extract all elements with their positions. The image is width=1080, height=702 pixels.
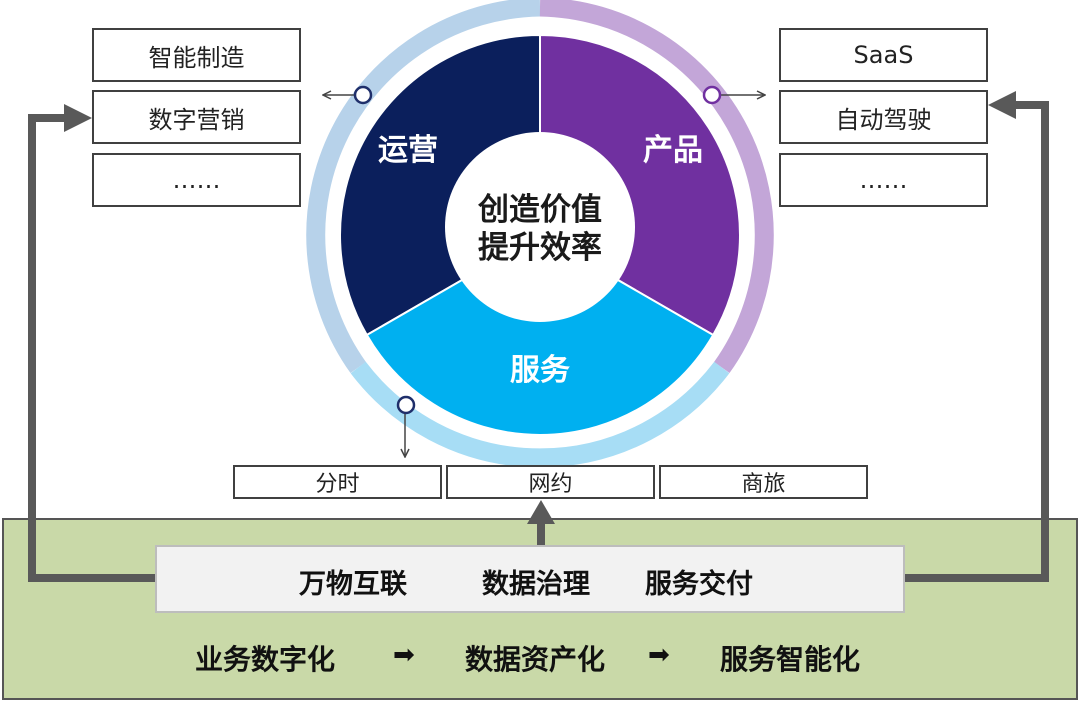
- ring-arc-product: [539, 0, 774, 374]
- flow-arrow-1: ➡: [393, 640, 415, 670]
- right-box-more: ……: [779, 153, 988, 207]
- left-box-more: ……: [92, 153, 301, 207]
- feedback-line-left: [28, 114, 156, 582]
- feedback-arrowhead-right: [988, 91, 1016, 119]
- connector-dot-right: [702, 85, 722, 105]
- service-box-business-travel: 商旅: [659, 465, 868, 499]
- connector-dot-bottom: [396, 395, 416, 415]
- center-text-line2: 提升效率: [478, 230, 602, 266]
- segment-label-service: 服务: [510, 353, 570, 388]
- service-box-ride-hailing: 网约: [446, 465, 655, 499]
- right-box-autonomous-driving: 自动驾驶: [779, 90, 988, 144]
- left-box-smart-manufacturing: 智能制造: [92, 28, 301, 82]
- platform-item-iot: 万物互联: [299, 569, 407, 600]
- feedback-line-right: [904, 101, 1049, 582]
- flow-arrow-2: ➡: [648, 640, 670, 670]
- left-box-digital-marketing: 数字营销: [92, 90, 301, 144]
- right-box-saas: SaaS: [779, 28, 988, 82]
- platform-item-data-governance: 数据治理: [482, 569, 590, 600]
- upward-arrowhead: [527, 500, 555, 524]
- segment-label-product: 产品: [643, 133, 703, 168]
- flow-step-data-assetization: 数据资产化: [465, 643, 606, 676]
- segment-service: [365, 233, 715, 436]
- feedback-arrowhead-left: [64, 104, 92, 132]
- platform-bar: 万物互联 数据治理 服务交付: [155, 545, 905, 613]
- flow-step-service-intelligence: 服务智能化: [720, 643, 861, 676]
- center-hub: [445, 132, 635, 322]
- flow-step-business-digitization: 业务数字化: [195, 643, 336, 676]
- segment-label-operations: 运营: [378, 133, 438, 168]
- center-text-line1: 创造价值: [477, 192, 602, 228]
- connector-dot-left: [353, 85, 373, 105]
- ring-arc-operations: [306, 0, 541, 374]
- service-box-time-share: 分时: [233, 465, 442, 499]
- platform-item-service-delivery: 服务交付: [645, 569, 753, 600]
